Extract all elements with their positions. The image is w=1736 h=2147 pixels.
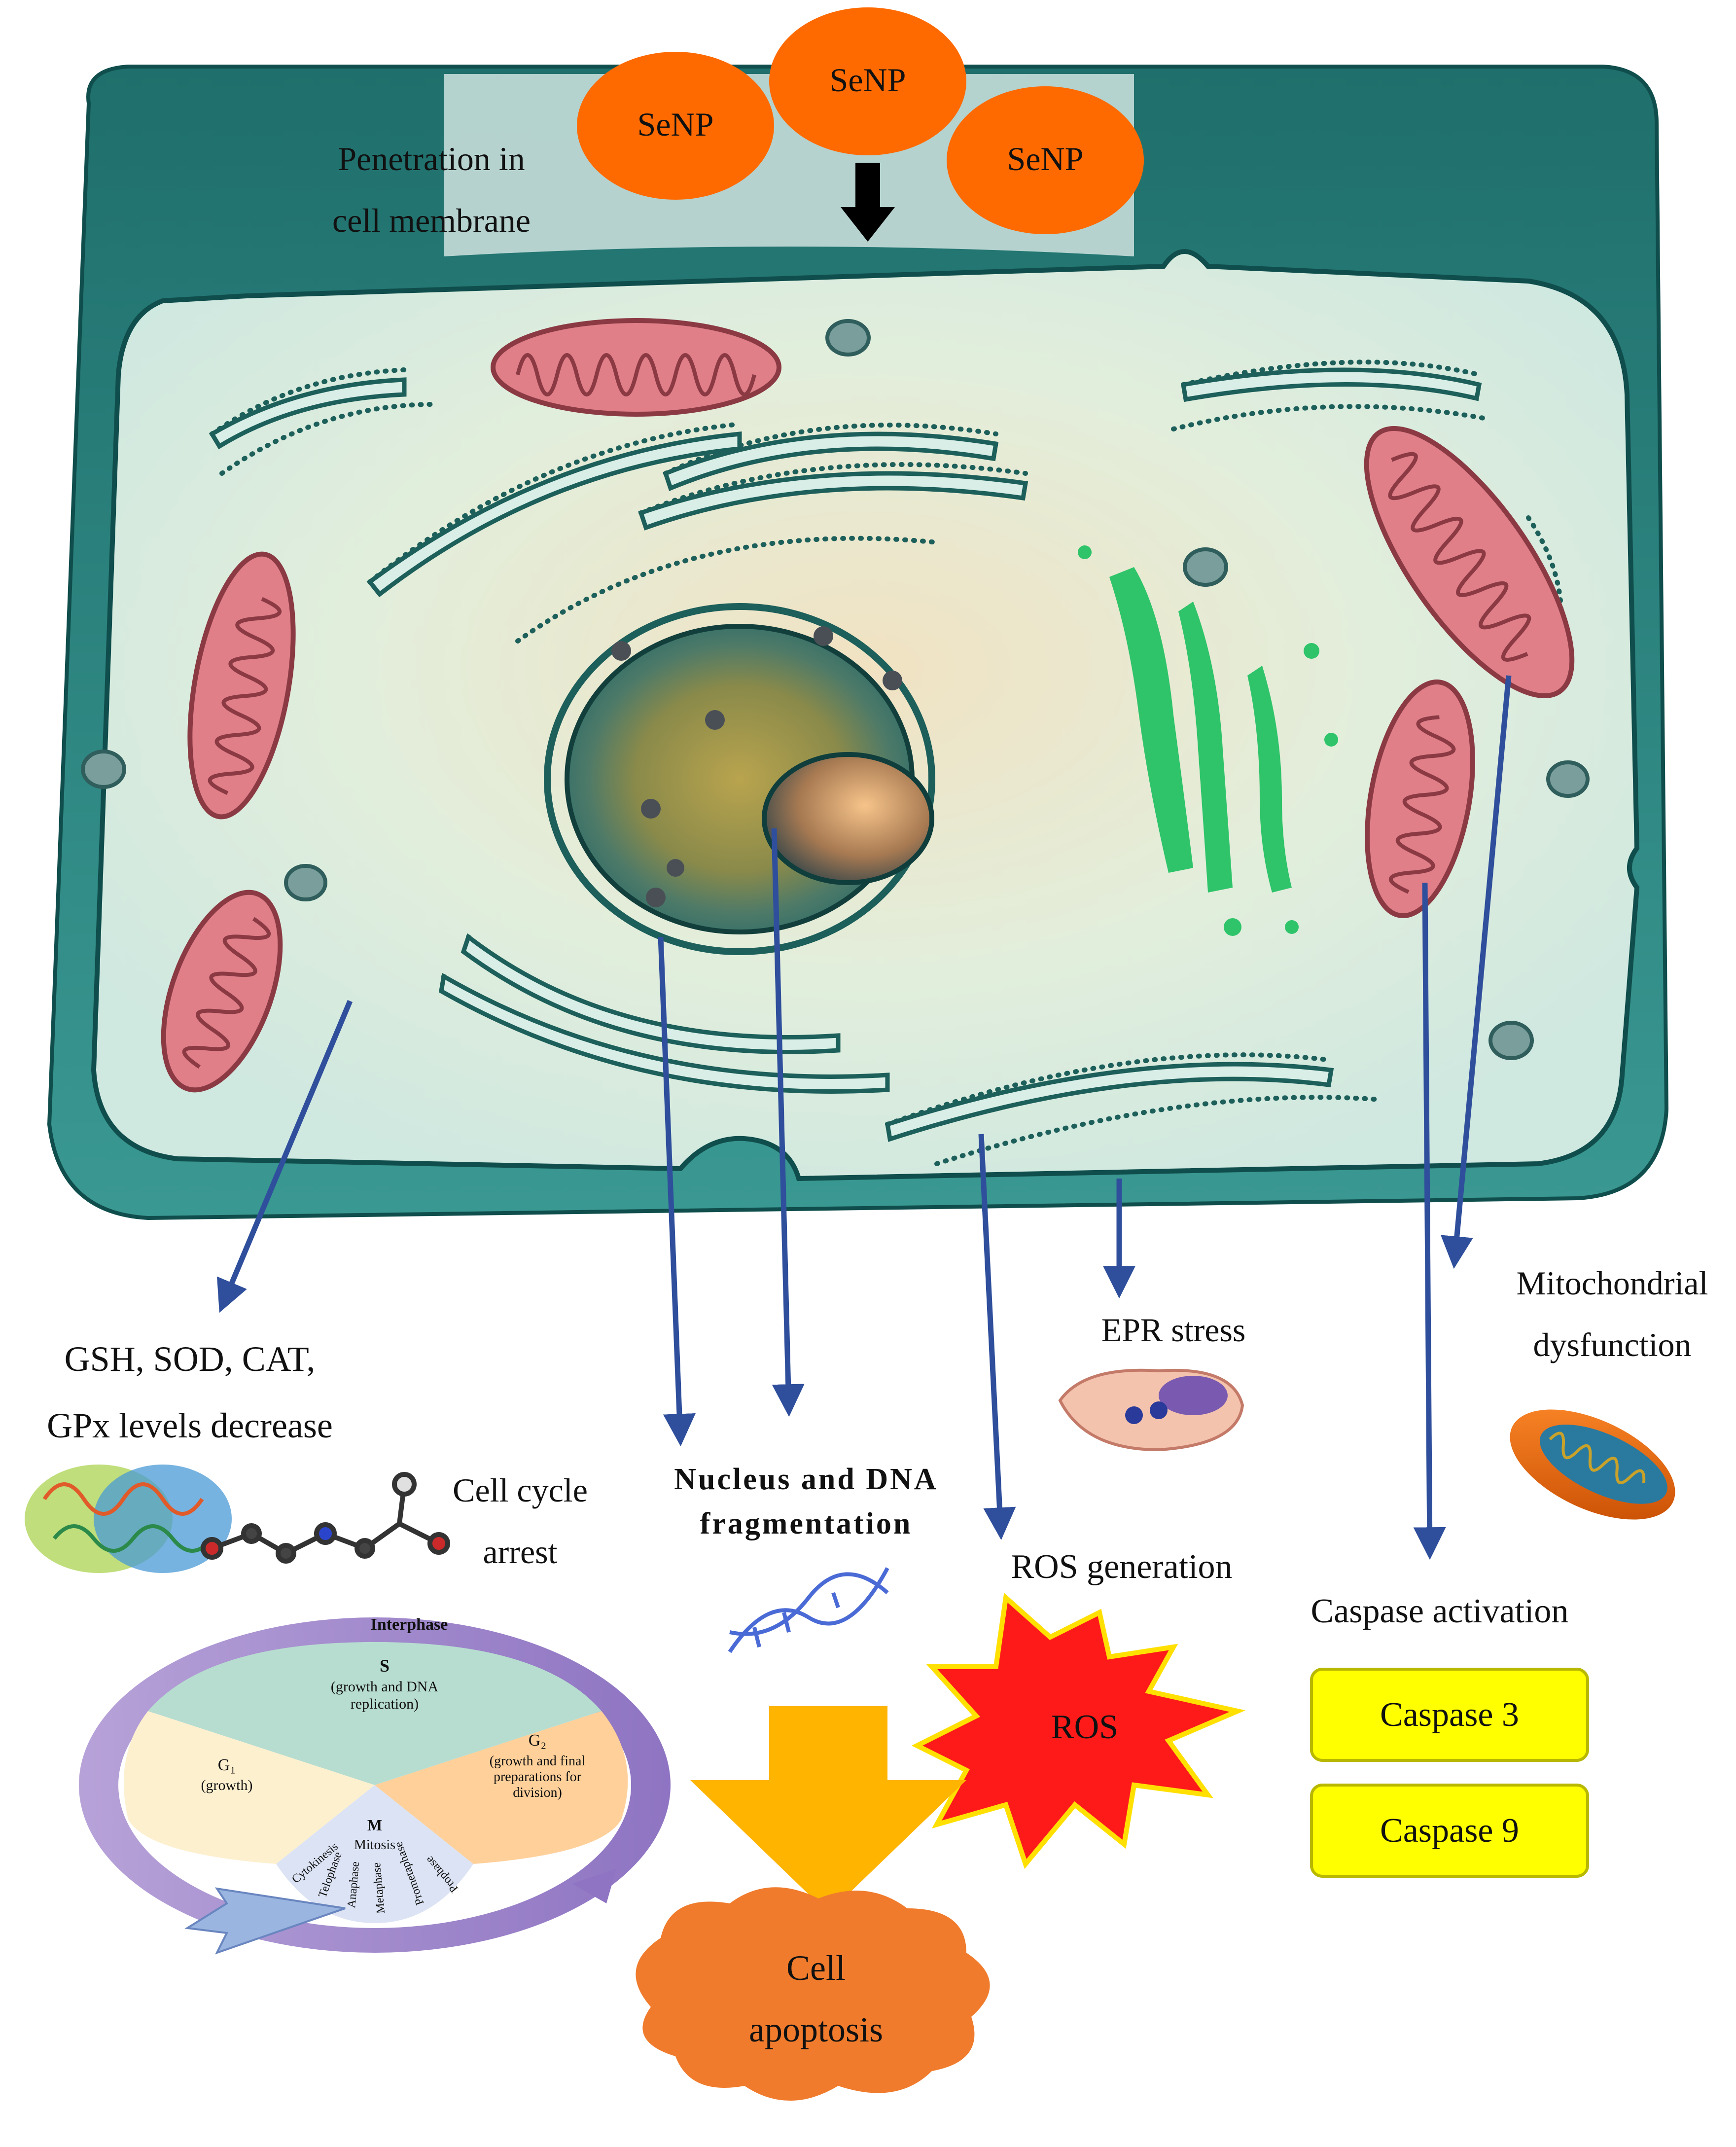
- apoptosis-cloud: Cell apoptosis: [636, 1887, 990, 2101]
- penetration-label-line1: Penetration in: [338, 140, 525, 178]
- arrow-nucleus-1: [658, 936, 696, 1447]
- cell-cycle-label-line2: arrest: [483, 1533, 557, 1571]
- senp-label-right: SeNP: [1007, 140, 1084, 178]
- mitochondrion-left: [187, 551, 296, 820]
- cycle-g2-desc-line3: division): [513, 1785, 562, 1800]
- cycle-g2-desc-line1: (growth and final: [490, 1753, 586, 1769]
- cycle-s-sector: [148, 1642, 602, 1785]
- arrow-antioxidant: [216, 1000, 353, 1313]
- penetration-arrow: [841, 163, 895, 242]
- cycle-g2-label: G₂: [529, 1731, 546, 1750]
- chromatin-dots: [611, 626, 902, 907]
- mitochondria: [161, 318, 1575, 1093]
- cycle-s-label: S: [380, 1656, 390, 1676]
- cycle-g1-label: G₁: [218, 1756, 236, 1774]
- arrow-nucleus-2: [771, 828, 805, 1417]
- senp-label-left: SeNP: [638, 106, 714, 143]
- cycle-g2-desc-line2: preparations for: [494, 1769, 582, 1785]
- arrow-ros: [978, 1134, 1016, 1540]
- senp-label-top: SeNP: [830, 61, 906, 99]
- cycle-s-desc-line1: (growth and DNA: [331, 1679, 439, 1695]
- caspase3-label: Caspase 3: [1380, 1696, 1519, 1734]
- caspase9-label: Caspase 9: [1380, 1812, 1519, 1850]
- cycle-g1-sector: [124, 1711, 375, 1864]
- mitochondrion-top: [491, 318, 781, 417]
- arrow-mito: [1441, 675, 1512, 1269]
- ros-generation-label: ROS generation: [1011, 1548, 1232, 1586]
- epr-label: EPR stress: [1101, 1311, 1246, 1349]
- dna-fragment-icon: [728, 1567, 889, 1653]
- er-stress-icon: [1058, 1368, 1244, 1452]
- vesicles: [81, 319, 1590, 1060]
- cycle-m-sector: [276, 1785, 473, 1923]
- senp-right: SeNP: [947, 86, 1144, 234]
- caspase9-box: Caspase 9: [1310, 1784, 1589, 1878]
- nucleolus: [762, 752, 934, 885]
- cycle-interphase-label: Interphase: [371, 1615, 448, 1634]
- senp-particles: SeNP SeNP SeNP: [577, 7, 1144, 242]
- mito-label-line1: Mitochondrial: [1516, 1264, 1708, 1302]
- nucleus-dna-label-line1: Nucleus and DNA: [674, 1463, 938, 1496]
- senp-left: SeNP: [577, 52, 774, 200]
- apoptosis-label-line2: apoptosis: [749, 2010, 883, 2049]
- mitochondrion-right-lower: [1365, 680, 1475, 918]
- ros-burst-label: ROS: [1051, 1708, 1118, 1746]
- caspase-activation-label: Caspase activation: [1311, 1592, 1569, 1630]
- pathway-arrows: [216, 675, 1512, 1560]
- cycle-g2-sector: [375, 1711, 628, 1864]
- penetration-label-line2: cell membrane: [332, 202, 531, 239]
- glutathione-molecule-icon: [201, 1472, 450, 1564]
- cycle-s-desc-line2: replication): [351, 1696, 419, 1712]
- antioxidant-label-line2: GPx levels decrease: [47, 1406, 333, 1445]
- apoptosis-arrow: [690, 1706, 966, 1913]
- mitochondrion-right-upper: [1364, 426, 1575, 699]
- golgi-apparatus: [1078, 545, 1338, 936]
- enzyme-structure-icon: [25, 1465, 232, 1573]
- cell-cycle-label-line1: Cell cycle: [453, 1471, 588, 1509]
- apoptosis-label-line1: Cell: [786, 1948, 846, 1988]
- cycle-m-label: M: [367, 1816, 382, 1834]
- antioxidant-label-line1: GSH, SOD, CAT,: [65, 1339, 316, 1379]
- mito-label-line2: dysfunction: [1533, 1326, 1691, 1363]
- ros-burst: ROS: [911, 1593, 1246, 1869]
- nucleus: [544, 603, 935, 955]
- cycle-g1-desc: (growth): [201, 1777, 253, 1793]
- caspase3-box: Caspase 3: [1310, 1668, 1589, 1762]
- nucleus-dna-label-line2: fragmentation: [700, 1507, 913, 1540]
- mitochondrion-lower-left: [161, 890, 283, 1093]
- senp-top: SeNP: [769, 7, 966, 155]
- cell: [47, 65, 1669, 1220]
- mitochondrion-icon: [1510, 1409, 1675, 1520]
- cell-cycle-diagram: G₀ Interphase S (growth and DNA replicat…: [79, 1615, 671, 1955]
- cycle-mitosis-label: Mitosis: [354, 1837, 395, 1853]
- arrow-caspase: [1413, 882, 1446, 1560]
